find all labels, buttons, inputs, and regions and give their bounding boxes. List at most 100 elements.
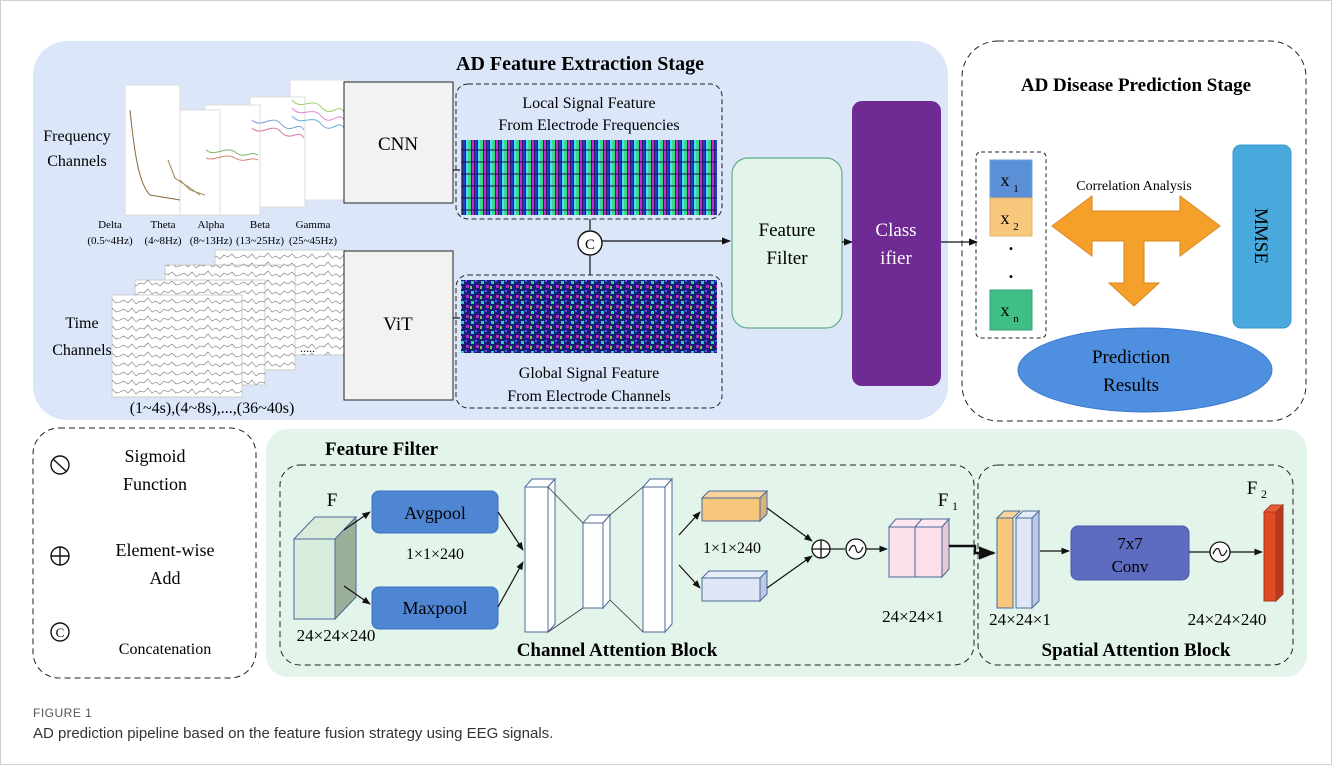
- prediction-results-label-1: Prediction: [1092, 347, 1171, 368]
- band-name: Alpha: [198, 219, 225, 231]
- channel-attention-title: Channel Attention Block: [517, 640, 718, 661]
- conv-label-2: Conv: [1112, 557, 1149, 576]
- legend-sigmoid-2: Function: [123, 474, 187, 494]
- time-windows-label: (1~4s),(4~8s),...,(36~40s): [130, 400, 295, 417]
- concatenation-icon: C: [50, 622, 70, 642]
- f2-dim-label: 24×24×240: [1188, 610, 1267, 629]
- input-feature-cube: [292, 515, 358, 621]
- local-feature-map: [461, 140, 717, 215]
- sigmoid-node: [845, 538, 867, 560]
- f2-slab: [1262, 503, 1285, 603]
- band-range: (13~25Hz): [236, 235, 284, 247]
- extraction-title: AD Feature Extraction Stage: [456, 53, 704, 75]
- band-range: (8~13Hz): [190, 235, 233, 247]
- local-feature-label-2: From Electrode Frequencies: [498, 117, 679, 134]
- vit-label: ViT: [383, 314, 413, 335]
- prediction-results-node: [1017, 327, 1273, 413]
- sigmoid-icon: [50, 455, 70, 475]
- x2-cell: [989, 197, 1033, 237]
- f1-sub: 1: [952, 499, 958, 513]
- pipeline-diagram: AD Feature Extraction Stage Frequency Ch…: [32, 40, 1307, 679]
- sigmoid-node-2: [1209, 541, 1231, 563]
- frequency-channels-label-1: Frequency: [43, 128, 111, 145]
- maxpool-block: [371, 586, 499, 630]
- pool-dim-label: 1×1×240: [406, 546, 464, 563]
- prediction-vector-box: [975, 151, 1047, 339]
- spatial-in-dim-label: 24×24×1: [989, 610, 1051, 629]
- prediction-results-label-2: Results: [1103, 375, 1159, 396]
- mmse-label: MMSE: [1250, 208, 1271, 264]
- band-range: (4~8Hz): [144, 235, 181, 247]
- classifier-label-1: Class: [875, 220, 916, 241]
- legend-add-2: Add: [150, 568, 181, 588]
- x1-cell: [989, 159, 1033, 199]
- element-add-node: [811, 539, 831, 559]
- max-branch-output: [700, 569, 769, 603]
- mmse-block: [1232, 144, 1292, 329]
- global-feature-label-1: Global Signal Feature: [519, 365, 659, 382]
- concat-symbol: C: [585, 237, 595, 253]
- spatial-attention-box: [977, 464, 1294, 666]
- f1-dim-label: 24×24×1: [882, 607, 944, 626]
- legend-sigmoid-1: Sigmoid: [124, 446, 185, 466]
- concat-mini-symbol: C: [56, 625, 65, 640]
- prediction-stage-panel: [961, 40, 1307, 422]
- x2-sub: 2: [1013, 221, 1019, 233]
- legend-concat: Concatenation: [119, 641, 211, 658]
- x2-label: x: [1001, 208, 1010, 228]
- channel-attention-box: [279, 464, 975, 666]
- f1-label: F: [938, 490, 949, 511]
- cnn-block: [343, 81, 454, 204]
- time-series-eeg-plots: [111, 249, 346, 398]
- xn-cell: [989, 289, 1033, 331]
- maxpool-label: Maxpool: [403, 598, 468, 618]
- vector-dot: .: [1009, 262, 1014, 282]
- local-feature-box: [455, 83, 723, 220]
- band-name: Delta: [98, 219, 122, 231]
- band-labels: Delta (0.5~4Hz) Theta (4~8Hz) Alpha (8~1…: [87, 219, 337, 247]
- input-dim-label: 24×24×240: [297, 626, 376, 645]
- global-feature-map: [461, 280, 717, 353]
- feature-filter-title: Feature Filter: [325, 439, 439, 460]
- correlation-label: Correlation Analysis: [1076, 179, 1192, 194]
- spatial-input-slabs: [995, 509, 1041, 610]
- feature-filter-label-2: Filter: [766, 248, 808, 269]
- feature-filter-block: [731, 157, 843, 329]
- time-channels-label-2: Channels: [52, 342, 112, 359]
- frequency-channels-label-2: Channels: [47, 153, 107, 170]
- classifier-block: [852, 101, 941, 386]
- vit-block: [343, 250, 454, 401]
- x1-sub: 1: [1013, 183, 1019, 195]
- band-name: Gamma: [296, 219, 331, 231]
- figure-caption: AD prediction pipeline based on the feat…: [33, 725, 554, 742]
- shared-mlp: [523, 477, 674, 634]
- legend-add-1: Element-wise: [116, 540, 215, 560]
- cnn-label: CNN: [378, 134, 418, 155]
- classifier-label-2: ifier: [880, 248, 912, 269]
- global-feature-box: [455, 274, 723, 409]
- f2-label: F: [1247, 478, 1258, 499]
- f-label: F: [327, 490, 338, 511]
- prediction-title: AD Disease Prediction Stage: [1021, 75, 1251, 96]
- xn-label: x: [1001, 300, 1010, 320]
- vector-dot: .: [1009, 234, 1014, 254]
- time-channels-label-1: Time: [65, 315, 98, 332]
- f2-sub: 2: [1261, 487, 1267, 501]
- x1-label: x: [1001, 170, 1010, 190]
- xn-sub: n: [1013, 313, 1019, 325]
- ellipsis: .....: [300, 341, 315, 355]
- spatial-attention-title: Spatial Attention Block: [1042, 640, 1231, 661]
- local-feature-label-1: Local Signal Feature: [522, 95, 655, 112]
- avgpool-label: Avgpool: [404, 503, 466, 523]
- concat-node: [577, 230, 603, 256]
- correlation-arrow: [1051, 195, 1221, 307]
- band-range: (0.5~4Hz): [87, 235, 133, 247]
- conv-label-1: 7x7: [1117, 534, 1143, 553]
- f1-cube: [887, 517, 951, 579]
- global-feature-label-2: From Electrode Channels: [507, 388, 671, 405]
- figure-label: FIGURE 1: [33, 706, 93, 720]
- band-name: Theta: [150, 219, 175, 231]
- element-add-icon: [50, 546, 70, 566]
- legend-panel: [32, 427, 257, 679]
- mlp-dim-label: 1×1×240: [703, 540, 761, 557]
